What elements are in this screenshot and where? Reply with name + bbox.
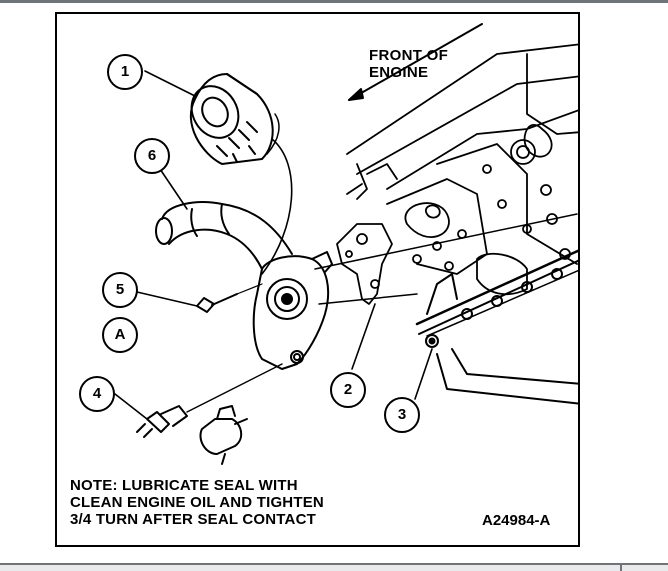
sender-connector bbox=[199, 405, 248, 465]
engine-illustration bbox=[114, 23, 578, 465]
note-line: NOTE: LUBRICATE SEAL WITH bbox=[70, 477, 298, 494]
callout-leaders bbox=[114, 70, 433, 420]
callout-2: 2 bbox=[330, 372, 366, 408]
filter-leader-line bbox=[261, 138, 293, 275]
cooler-hose bbox=[155, 201, 293, 270]
callout-3: 3 bbox=[384, 397, 420, 433]
window-bottom-bar bbox=[0, 563, 668, 571]
filter-adapter bbox=[252, 213, 578, 370]
gasket bbox=[336, 223, 393, 305]
oil-pressure-sender bbox=[136, 363, 283, 438]
callout-4: 4 bbox=[79, 376, 115, 412]
callout-1: 1 bbox=[107, 54, 143, 90]
figure-id: A24984-A bbox=[482, 512, 551, 529]
front-label-line: ENGINE bbox=[369, 64, 429, 81]
front-of-engine-label: FRONT OF ENGINE bbox=[369, 47, 448, 81]
mounting-bolt bbox=[196, 283, 263, 313]
oil-filter bbox=[189, 73, 280, 165]
callout-6: 6 bbox=[134, 138, 170, 174]
callout-5: 5 bbox=[102, 272, 138, 308]
note-line: 3/4 TURN AFTER SEAL CONTACT bbox=[70, 511, 316, 528]
diagram-frame: FRONT OF ENGINE 1 6 5 A 4 2 3 NOTE: LUBR… bbox=[55, 12, 580, 547]
window-top-bar bbox=[0, 0, 668, 3]
engine-block bbox=[346, 43, 578, 296]
bottom-bar-divider bbox=[620, 563, 622, 571]
oil-pan-rail bbox=[415, 249, 578, 405]
callout-A: A bbox=[102, 317, 138, 353]
front-arrow bbox=[348, 23, 483, 101]
lubrication-note: NOTE: LUBRICATE SEAL WITH CLEAN ENGINE O… bbox=[70, 477, 324, 528]
note-line: CLEAN ENGINE OIL AND TIGHTEN bbox=[70, 494, 324, 511]
front-label-line: FRONT OF bbox=[369, 47, 449, 64]
